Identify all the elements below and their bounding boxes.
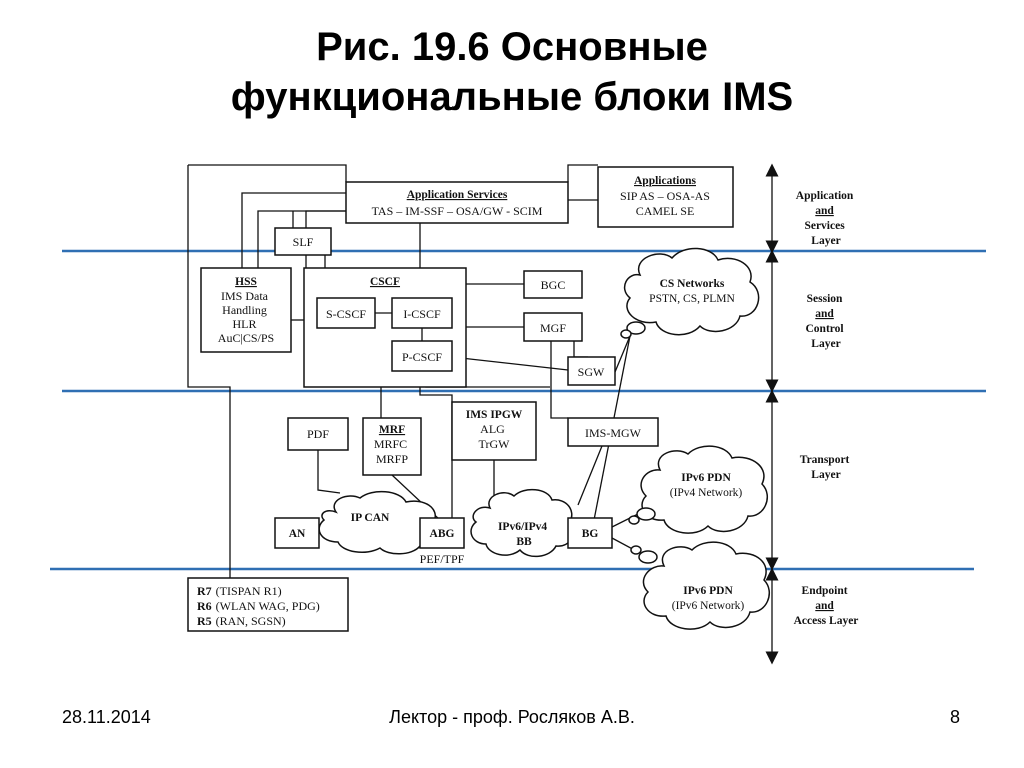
layer-label-transport: Transport Layer — [800, 454, 853, 481]
svg-text:CAMEL SE: CAMEL SE — [636, 204, 695, 218]
svg-text:SGW: SGW — [578, 365, 605, 379]
svg-text:BG: BG — [582, 528, 599, 540]
footer-page-number: 8 — [950, 707, 961, 727]
ims-mgw-box: IMS-MGW — [567, 417, 659, 447]
ipv6-pdn-cloud-2: IPv6 PDN (IPv6 Network) — [630, 541, 770, 630]
ims-ipgw-box: IMS IPGW ALG TrGW — [451, 401, 537, 461]
applications-box: Applications SIP AS – OSA-AS CAMEL SE — [597, 166, 734, 228]
svg-text:IMS IPGW: IMS IPGW — [466, 409, 523, 421]
slide-title-line2: функциональные блоки IMS — [230, 75, 794, 119]
svg-text:BGC: BGC — [541, 278, 566, 292]
svg-text:IPv6 PDN: IPv6 PDN — [683, 585, 733, 597]
ipv6-pdn-cloud-1: IPv6 PDN (IPv4 Network) — [628, 445, 768, 534]
svg-text:AN: AN — [289, 528, 306, 540]
svg-text:ALG TrGW: ALG TrGW — [479, 422, 511, 451]
pef-tpf-label: PEF/TPF — [420, 552, 465, 566]
application-services-box: Application Services TAS – IM-SSF – OSA/… — [345, 181, 569, 224]
svg-text:S-CSCF: S-CSCF — [326, 307, 366, 321]
svg-text:R5(RAN, SGSN): R5(RAN, SGSN) — [197, 614, 286, 628]
mgf-box: MGF — [523, 312, 583, 342]
svg-text:CS Networks: CS Networks — [660, 278, 725, 290]
svg-text:SLF: SLF — [293, 235, 314, 249]
svg-text:Application Services: Application Services — [407, 189, 508, 201]
svg-text:R7(TISPAN R1): R7(TISPAN R1) — [197, 584, 282, 598]
layer-label-session: Session and Control Layer — [806, 293, 847, 350]
endpoints-box: R7(TISPAN R1) R6(WLAN WAG, PDG) R5(RAN, … — [187, 577, 349, 632]
footer-date: 28.11.2014 — [62, 707, 151, 727]
svg-text:IMS Data Handling: IMS Data Handling HLR AuC|CS/PS — [218, 289, 274, 345]
svg-text:HSS: HSS — [235, 276, 257, 288]
sgw-box: SGW — [567, 356, 616, 386]
svg-text:TAS – IM-SSF – OSA/GW - SCIM: TAS – IM-SSF – OSA/GW - SCIM — [372, 204, 543, 218]
footer-author: Лектор - проф. Росляков А.В. — [389, 707, 635, 727]
layer-label-application: Application and Services Layer — [796, 190, 856, 247]
svg-text:MRFC MRFP: MRFC MRFP — [374, 437, 410, 466]
bgc-box: BGC — [523, 270, 583, 299]
svg-text:IP CAN: IP CAN — [351, 512, 390, 524]
svg-text:(IPv4 Network): (IPv4 Network) — [670, 487, 743, 499]
slide-title: Рис. 19.6 Основные функциональные блоки … — [0, 22, 1024, 122]
svg-text:MRF: MRF — [379, 424, 405, 436]
svg-text:PDF: PDF — [307, 427, 329, 441]
ipv6-ipv4-bb-cloud: IPv6/IPv4 BB — [470, 488, 575, 558]
hss-box: HSS IMS Data Handling HLR AuC|CS/PS — [200, 267, 292, 353]
svg-text:P-CSCF: P-CSCF — [402, 350, 442, 364]
abg-box: ABG — [419, 517, 465, 549]
p-cscf-box — [391, 340, 453, 372]
s-cscf-box — [316, 297, 376, 329]
svg-text:ABG: ABG — [430, 528, 455, 540]
svg-text:IPv6/IPv4 BB: IPv6/IPv4 BB — [498, 521, 550, 548]
mrf-box: MRF MRFC MRFP — [362, 417, 422, 476]
svg-text:IMS-MGW: IMS-MGW — [585, 426, 642, 440]
pdf-box: PDF — [287, 417, 349, 451]
slf-box: SLF — [274, 227, 332, 256]
svg-text:IPv6 PDN: IPv6 PDN — [681, 472, 731, 484]
slide-title-line1: Рис. 19.6 Основные — [316, 25, 708, 69]
bg-box: BG — [567, 517, 613, 549]
layer-label-endpoint: Endpoint and Access Layer — [794, 585, 859, 627]
cscf-box: CSCF S-CSCF I-CSCF P-CSCF — [303, 267, 467, 388]
svg-text:(IPv6 Network): (IPv6 Network) — [672, 600, 745, 612]
an-box: AN — [274, 517, 320, 549]
svg-text:I-CSCF: I-CSCF — [403, 307, 441, 321]
svg-text:CSCF: CSCF — [370, 276, 400, 288]
svg-text:R6(WLAN WAG, PDG): R6(WLAN WAG, PDG) — [197, 599, 320, 613]
cs-networks-cloud: CS Networks PSTN, CS, PLMN — [620, 247, 760, 339]
svg-text:Applications: Applications — [634, 175, 697, 187]
svg-text:PSTN, CS, PLMN: PSTN, CS, PLMN — [649, 293, 735, 305]
svg-text:MGF: MGF — [540, 321, 566, 335]
svg-text:SIP AS – OSA-AS: SIP AS – OSA-AS — [620, 189, 710, 203]
